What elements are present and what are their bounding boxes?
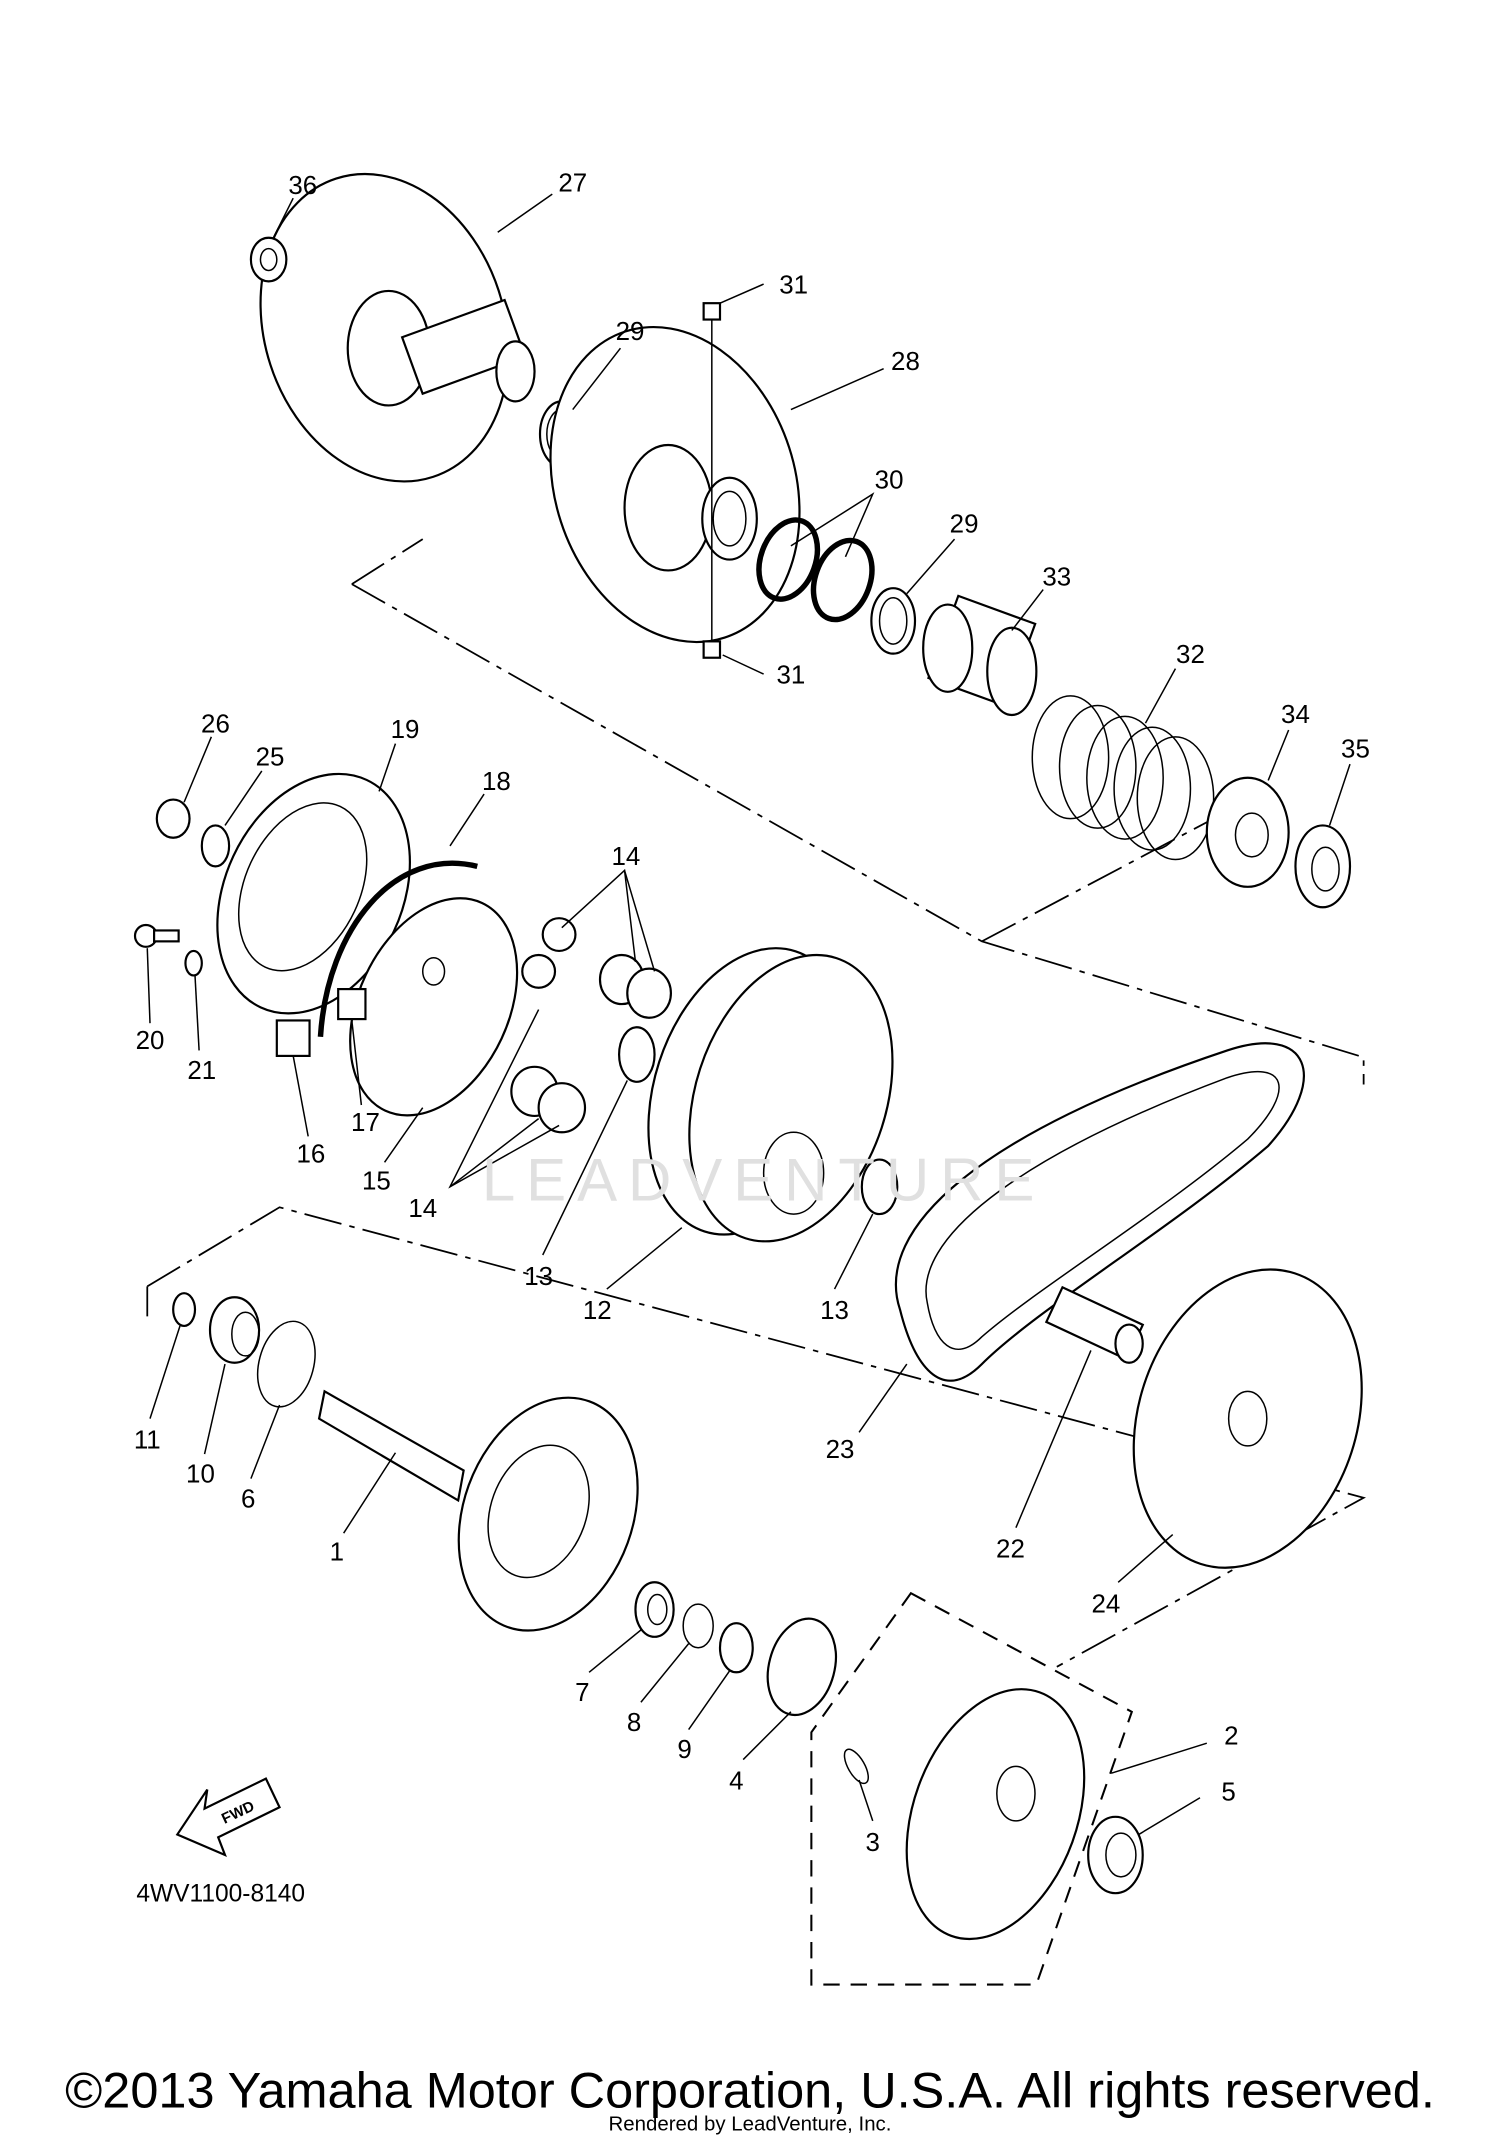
bearing-4 bbox=[766, 1617, 837, 1717]
callout-4: 4 bbox=[729, 1768, 743, 1796]
fixed-sheave-27 bbox=[259, 172, 536, 483]
callout-23: 23 bbox=[826, 1436, 855, 1464]
callout-16: 16 bbox=[297, 1140, 326, 1168]
callout-25: 25 bbox=[256, 743, 285, 771]
callout-13b: 13 bbox=[820, 1297, 849, 1325]
callout-13: 13 bbox=[524, 1263, 553, 1291]
sheave-12 bbox=[647, 947, 894, 1243]
callout-5: 5 bbox=[1221, 1778, 1235, 1806]
callout-19: 19 bbox=[391, 716, 420, 744]
callout-31: 31 bbox=[779, 272, 808, 300]
nut-9 bbox=[718, 1622, 754, 1674]
rendered-by: Rendered by LeadVenture, Inc. bbox=[609, 2112, 892, 2135]
callout-17: 17 bbox=[351, 1109, 380, 1137]
callout-14b: 14 bbox=[408, 1195, 437, 1223]
callout-34: 34 bbox=[1281, 701, 1310, 729]
callout-24: 24 bbox=[1092, 1590, 1121, 1618]
callout-22: 22 bbox=[996, 1536, 1025, 1564]
sliding-sheave-28 bbox=[549, 302, 801, 659]
callout-10: 10 bbox=[186, 1461, 215, 1489]
callouts: 36 27 31 29 28 30 29 33 31 32 34 35 26 2… bbox=[134, 169, 1370, 1857]
callout-36: 36 bbox=[288, 172, 317, 200]
collar-33 bbox=[922, 594, 1038, 717]
assembly-boundary-lines bbox=[146, 538, 1366, 1986]
washer-13b bbox=[860, 1158, 899, 1216]
callout-8: 8 bbox=[627, 1709, 641, 1737]
circlip-6 bbox=[256, 1320, 316, 1408]
washer-21 bbox=[184, 949, 203, 977]
callout-14: 14 bbox=[612, 843, 641, 871]
collar-5 bbox=[1087, 1815, 1144, 1895]
callout-7: 7 bbox=[575, 1679, 589, 1707]
washer-29b bbox=[870, 587, 917, 655]
o-rings-30 bbox=[756, 517, 875, 623]
clip-11 bbox=[172, 1292, 197, 1327]
belt-23 bbox=[894, 1042, 1305, 1382]
circlip-8 bbox=[682, 1603, 714, 1649]
callout-11: 11 bbox=[134, 1427, 161, 1455]
washer-25 bbox=[200, 824, 231, 868]
callout-18: 18 bbox=[482, 768, 511, 796]
callout-9: 9 bbox=[677, 1736, 691, 1764]
weights-14 bbox=[510, 917, 672, 1134]
callout-2: 2 bbox=[1224, 1723, 1238, 1751]
callout-20: 20 bbox=[136, 1027, 165, 1055]
leader-lines bbox=[146, 193, 1351, 1836]
cam-15 bbox=[349, 897, 519, 1117]
seal-18 bbox=[317, 860, 478, 1037]
fwd-arrow-icon: FWD bbox=[175, 1777, 281, 1858]
callout-29b: 29 bbox=[950, 510, 979, 538]
collar-22 bbox=[1044, 1285, 1145, 1364]
watermark: LEADVENTURE bbox=[482, 1146, 1045, 1213]
part-code: 4WV1100-8140 bbox=[136, 1880, 305, 1907]
callout-28: 28 bbox=[891, 348, 920, 376]
slider-16 bbox=[275, 1019, 311, 1057]
nut-36 bbox=[249, 236, 288, 283]
seat-34 bbox=[1205, 776, 1290, 888]
shaft-1 bbox=[317, 1389, 639, 1632]
washer-13 bbox=[617, 1026, 656, 1083]
callout-3: 3 bbox=[866, 1829, 880, 1857]
callout-26: 26 bbox=[201, 711, 230, 739]
callout-32: 32 bbox=[1176, 641, 1205, 669]
callout-35: 35 bbox=[1341, 735, 1370, 763]
callout-29: 29 bbox=[616, 318, 645, 346]
bearing-10 bbox=[208, 1296, 261, 1364]
clutch-2 bbox=[905, 1688, 1086, 1941]
spring-32 bbox=[1031, 695, 1215, 861]
nut-35 bbox=[1294, 824, 1352, 909]
callout-1: 1 bbox=[330, 1538, 344, 1566]
copyright-notice: ©2013 Yamaha Motor Corporation, U.S.A. A… bbox=[65, 2061, 1435, 2118]
callout-33: 33 bbox=[1042, 563, 1071, 591]
spring-3 bbox=[843, 1748, 870, 1785]
bearing-7 bbox=[634, 1581, 675, 1638]
callout-12: 12 bbox=[583, 1297, 612, 1325]
bolt-20 bbox=[133, 923, 180, 948]
slider-17 bbox=[337, 987, 367, 1021]
callout-30: 30 bbox=[875, 467, 904, 495]
nut-26 bbox=[155, 798, 191, 839]
callout-27: 27 bbox=[558, 169, 587, 197]
fan-sheave-24 bbox=[1132, 1268, 1363, 1569]
callout-6: 6 bbox=[241, 1485, 255, 1513]
callout-21: 21 bbox=[187, 1057, 216, 1085]
callout-15: 15 bbox=[362, 1168, 391, 1196]
callout-31b: 31 bbox=[777, 662, 806, 690]
